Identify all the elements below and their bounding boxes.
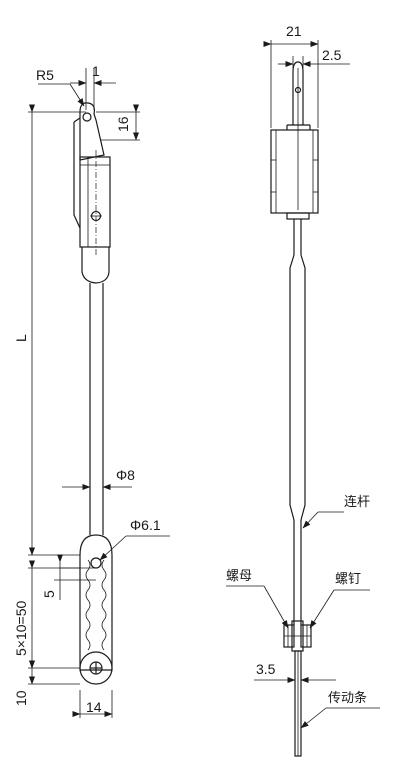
label-screw: 螺钉: [335, 572, 361, 587]
dim-2-5: 2.5: [322, 47, 342, 63]
dim-5: 5: [41, 590, 57, 598]
side-rod: [289, 254, 306, 625]
label-link-rod: 连杆: [344, 494, 370, 510]
top-tab: [292, 61, 304, 210]
front-view: R5 1 16 L Φ8 Φ6.1 5 5×10=50 10 14: [13, 63, 170, 718]
dim-16: 16: [115, 116, 131, 132]
dim-phi8: Φ8: [116, 467, 135, 483]
lower-adjust-plate: [79, 534, 113, 685]
side-housing: [270, 124, 319, 220]
dim-phi6-1: Φ6.1: [130, 517, 161, 533]
drive-strip: [294, 650, 302, 757]
dim-14: 14: [86, 699, 102, 715]
dim-5x10-50: 5×10=50: [13, 601, 29, 656]
dim-1: 1: [92, 63, 100, 79]
dim-3-5: 3.5: [256, 661, 276, 677]
label-nut: 螺母: [226, 569, 252, 584]
dim-10: 10: [13, 690, 29, 706]
label-drive-strip: 传动条: [328, 690, 367, 706]
upper-housing: [79, 150, 111, 284]
dim-r5: R5: [36, 67, 54, 83]
dim-L: L: [13, 334, 29, 342]
top-pivot: [73, 102, 105, 229]
rod: [89, 283, 104, 535]
dim-21: 21: [286, 23, 302, 39]
nut-screw-assembly: [283, 620, 312, 652]
side-view: 21 2.5 3.5 连杆 螺母 螺钉 传动条: [226, 23, 380, 757]
